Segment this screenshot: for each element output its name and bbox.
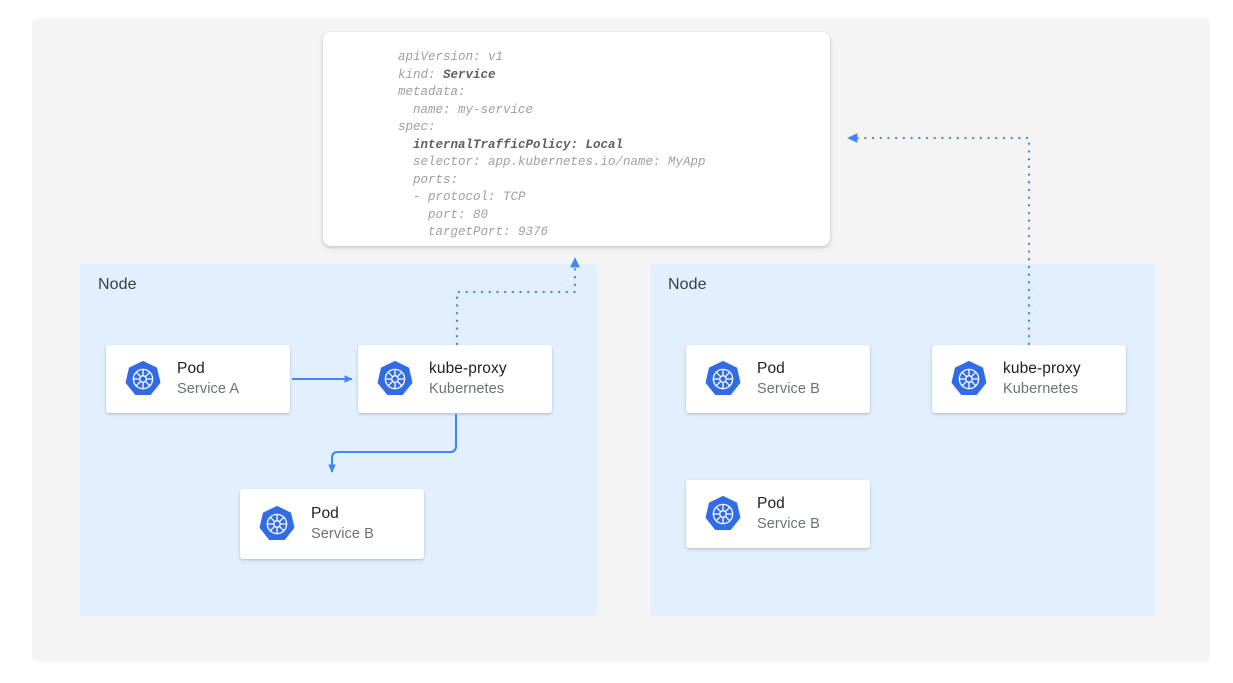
- card-subtitle: Service B: [757, 516, 820, 532]
- card-subtitle: Kubernetes: [1003, 381, 1079, 397]
- service-manifest-card: apiVersion: v1 kind: Service metadata: nam…: [323, 32, 830, 246]
- manifest-line: selector: app.kubernetes.io/name: MyApp: [398, 155, 706, 169]
- manifest-line-emphasis: internalTrafficPolicy: Local: [413, 137, 624, 152]
- service-manifest-code: apiVersion: v1 kind: Service metadata: nam…: [398, 49, 706, 242]
- card-title: Pod: [177, 360, 205, 377]
- diagram-canvas: apiVersion: v1 kind: Service metadata: nam…: [32, 18, 1210, 662]
- node-panel-right: Node: [650, 264, 1155, 616]
- manifest-line: kind: Service: [398, 67, 496, 82]
- node-label-right: Node: [668, 276, 707, 293]
- manifest-line: port: 80: [398, 207, 489, 222]
- card-subtitle: Kubernetes: [429, 381, 505, 397]
- card-pod-service-b-left[interactable]: Pod Service B: [240, 489, 424, 559]
- manifest-line: - protocol: TCP: [398, 190, 526, 204]
- kubernetes-logo-icon: [123, 359, 163, 399]
- card-pod-service-a[interactable]: Pod Service A: [106, 345, 290, 413]
- card-kube-proxy-right[interactable]: kube-proxy Kubernetes: [932, 345, 1126, 413]
- manifest-line: metadata:: [398, 85, 466, 99]
- manifest-line: targetPort: 9376: [398, 225, 549, 239]
- card-title: kube-proxy: [429, 360, 507, 377]
- kubernetes-logo-icon: [257, 504, 297, 544]
- manifest-line-emphasis: Service: [443, 67, 496, 82]
- card-subtitle: Service A: [177, 381, 240, 397]
- manifest-line: internalTrafficPolicy: Local: [398, 137, 706, 155]
- manifest-line: ports:: [398, 172, 459, 187]
- manifest-line: name: my-service: [398, 102, 534, 117]
- card-pod-service-b-right-top[interactable]: Pod Service B: [686, 345, 870, 413]
- card-title: Pod: [757, 495, 785, 512]
- card-title: Pod: [311, 505, 339, 522]
- manifest-line: spec:: [398, 120, 436, 134]
- card-subtitle: Service B: [311, 526, 374, 542]
- kubernetes-logo-icon: [703, 494, 743, 534]
- card-pod-service-b-right-bottom[interactable]: Pod Service B: [686, 480, 870, 548]
- node-panel-left: Node: [80, 264, 597, 616]
- card-subtitle: Service B: [757, 381, 820, 397]
- kubernetes-logo-icon: [375, 359, 415, 399]
- manifest-line: apiVersion: v1: [398, 50, 504, 64]
- kubernetes-logo-icon: [703, 359, 743, 399]
- card-kube-proxy-left[interactable]: kube-proxy Kubernetes: [358, 345, 552, 413]
- node-label-left: Node: [98, 276, 137, 293]
- card-title: kube-proxy: [1003, 360, 1081, 377]
- kubernetes-logo-icon: [949, 359, 989, 399]
- card-title: Pod: [757, 360, 785, 377]
